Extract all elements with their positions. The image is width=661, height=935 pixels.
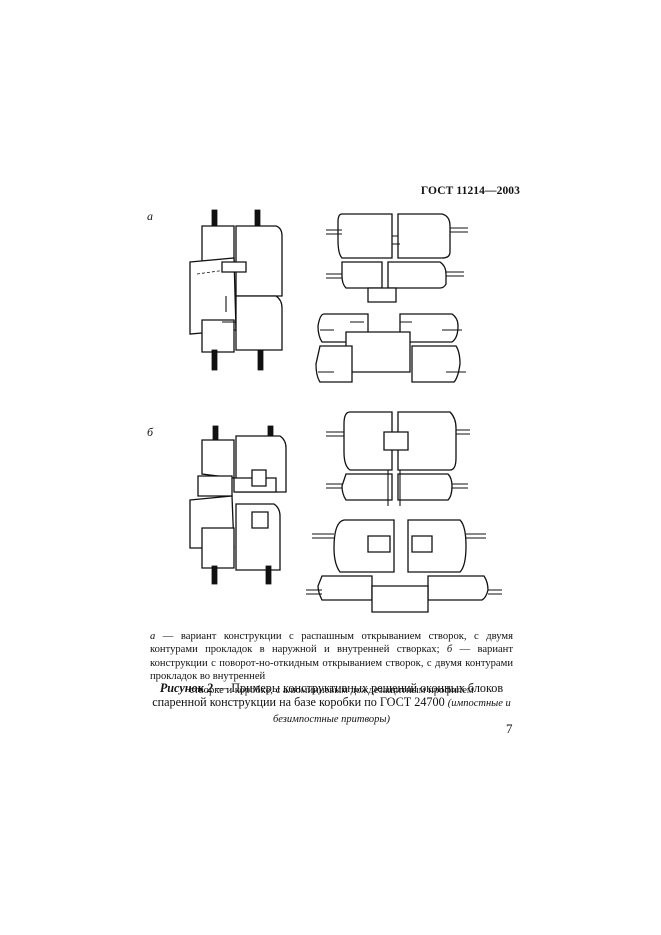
legend-b-text: — вариант конструкции с поворот-но-откид… [150, 644, 513, 683]
legend: а — вариант конструкции с распашным откр… [150, 630, 513, 697]
section-a-horizontal-bottom [315, 313, 466, 383]
figure-caption-note: (импостные и безимпостные притворы) [272, 698, 511, 725]
figure-label: Рисунок 2 [159, 681, 213, 695]
section-b-vertical [189, 425, 287, 585]
variant-a-label: а [147, 209, 153, 223]
page-number: 7 [506, 721, 513, 736]
document-header: ГОСТ 11214—2003 [420, 185, 520, 197]
legend-b-text-end: створке и коробке, с алюминиевым дождеза… [189, 684, 474, 696]
legend-a-text: — вариант конструкции с распашным открыв… [150, 631, 513, 656]
figure-caption-text: — Примеры конструктивных решений оконных… [152, 681, 504, 709]
variant-b-label: б [147, 425, 154, 439]
section-a-horizontal-top [326, 213, 468, 303]
figure-caption: Рисунок 2 — Примеры конструктивных решен… [150, 681, 513, 727]
section-b-horizontal-bottom [306, 519, 502, 613]
legend-a-letter: а [150, 631, 156, 642]
section-b-horizontal-top [326, 411, 470, 506]
legend-b-letter: б [446, 644, 453, 656]
section-a-vertical [189, 209, 283, 371]
